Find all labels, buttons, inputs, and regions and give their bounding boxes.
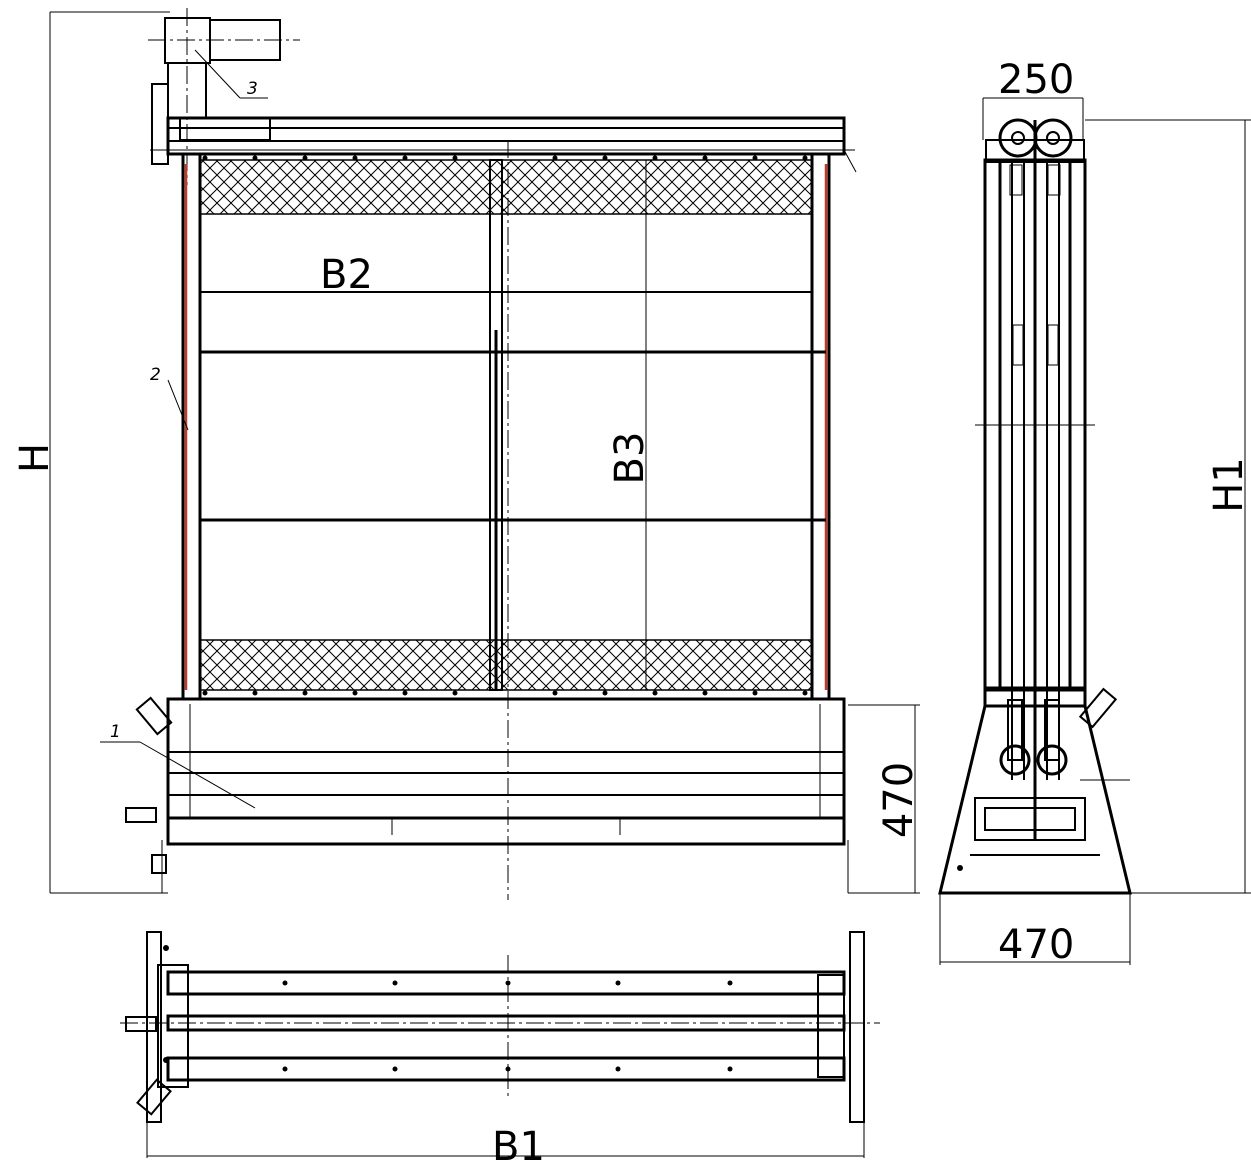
callout-part-3: 3 [247, 79, 258, 99]
dimension-h: H [12, 11, 170, 894]
dimension-b3-label: B3 [607, 432, 653, 485]
bolts-top [202, 155, 808, 161]
mesh-bottom [199, 639, 813, 691]
dimension-side-top-label: 250 [998, 57, 1074, 103]
callout-part-1: 1 [110, 722, 121, 742]
side-view: 250 [938, 57, 1251, 968]
dimension-front-base-label: 470 [876, 762, 922, 838]
dimension-front-base: 470 [848, 704, 922, 894]
front-view: H 3 [12, 8, 922, 900]
dimension-h1-label: H1 [1206, 457, 1251, 513]
callout-part-2: 2 [150, 365, 161, 385]
screen-frame: B2 B3 2 [150, 152, 831, 701]
dimension-b1-label: B1 [492, 1124, 545, 1161]
bolts-bottom [202, 690, 808, 696]
plan-bolts [163, 945, 733, 1072]
front-base: 1 [100, 696, 849, 893]
drive-motor: 3 [148, 8, 300, 185]
dimension-h-label: H [12, 443, 58, 473]
top-rail [150, 116, 857, 173]
dimension-side-base-label: 470 [998, 922, 1074, 968]
mesh-top [199, 159, 813, 215]
dimension-b2-label: B2 [320, 252, 373, 298]
plan-view: B1 [120, 931, 880, 1161]
